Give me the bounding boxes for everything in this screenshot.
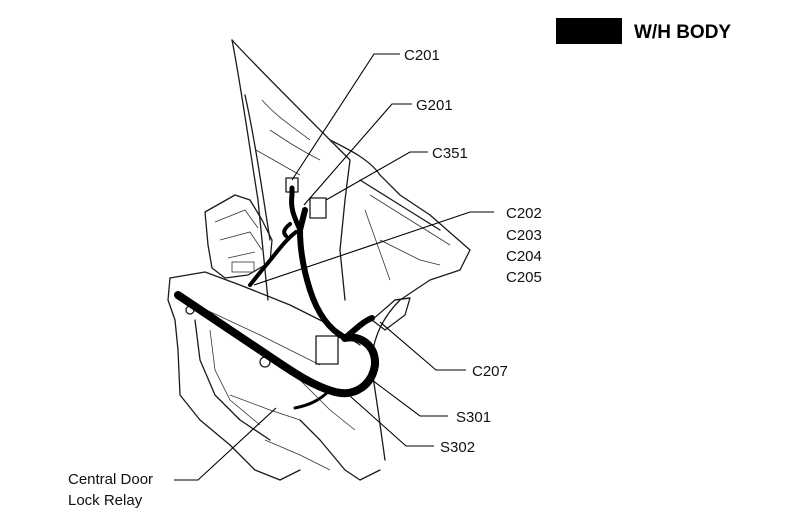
label-lock-relay: Lock Relay — [68, 492, 143, 509]
callout-labels: C201 G201 C351 C202 C203 C204 C205 C207 … — [68, 47, 542, 509]
wiring-harness — [174, 185, 379, 410]
label-c205: C205 — [506, 269, 542, 286]
header-badge — [556, 18, 622, 44]
label-c203: C203 — [506, 227, 542, 244]
label-c351: C351 — [432, 145, 468, 162]
label-g201: G201 — [416, 97, 453, 114]
leader-lines — [174, 53, 494, 481]
label-s302: S302 — [440, 439, 475, 456]
label-c202: C202 — [506, 205, 542, 222]
label-c201: C201 — [404, 47, 440, 64]
label-c207: C207 — [472, 363, 508, 380]
label-c204: C204 — [506, 248, 542, 265]
label-s301: S301 — [456, 409, 491, 426]
label-central-door: Central Door — [68, 471, 153, 488]
header-title: W/H BODY — [634, 22, 731, 43]
